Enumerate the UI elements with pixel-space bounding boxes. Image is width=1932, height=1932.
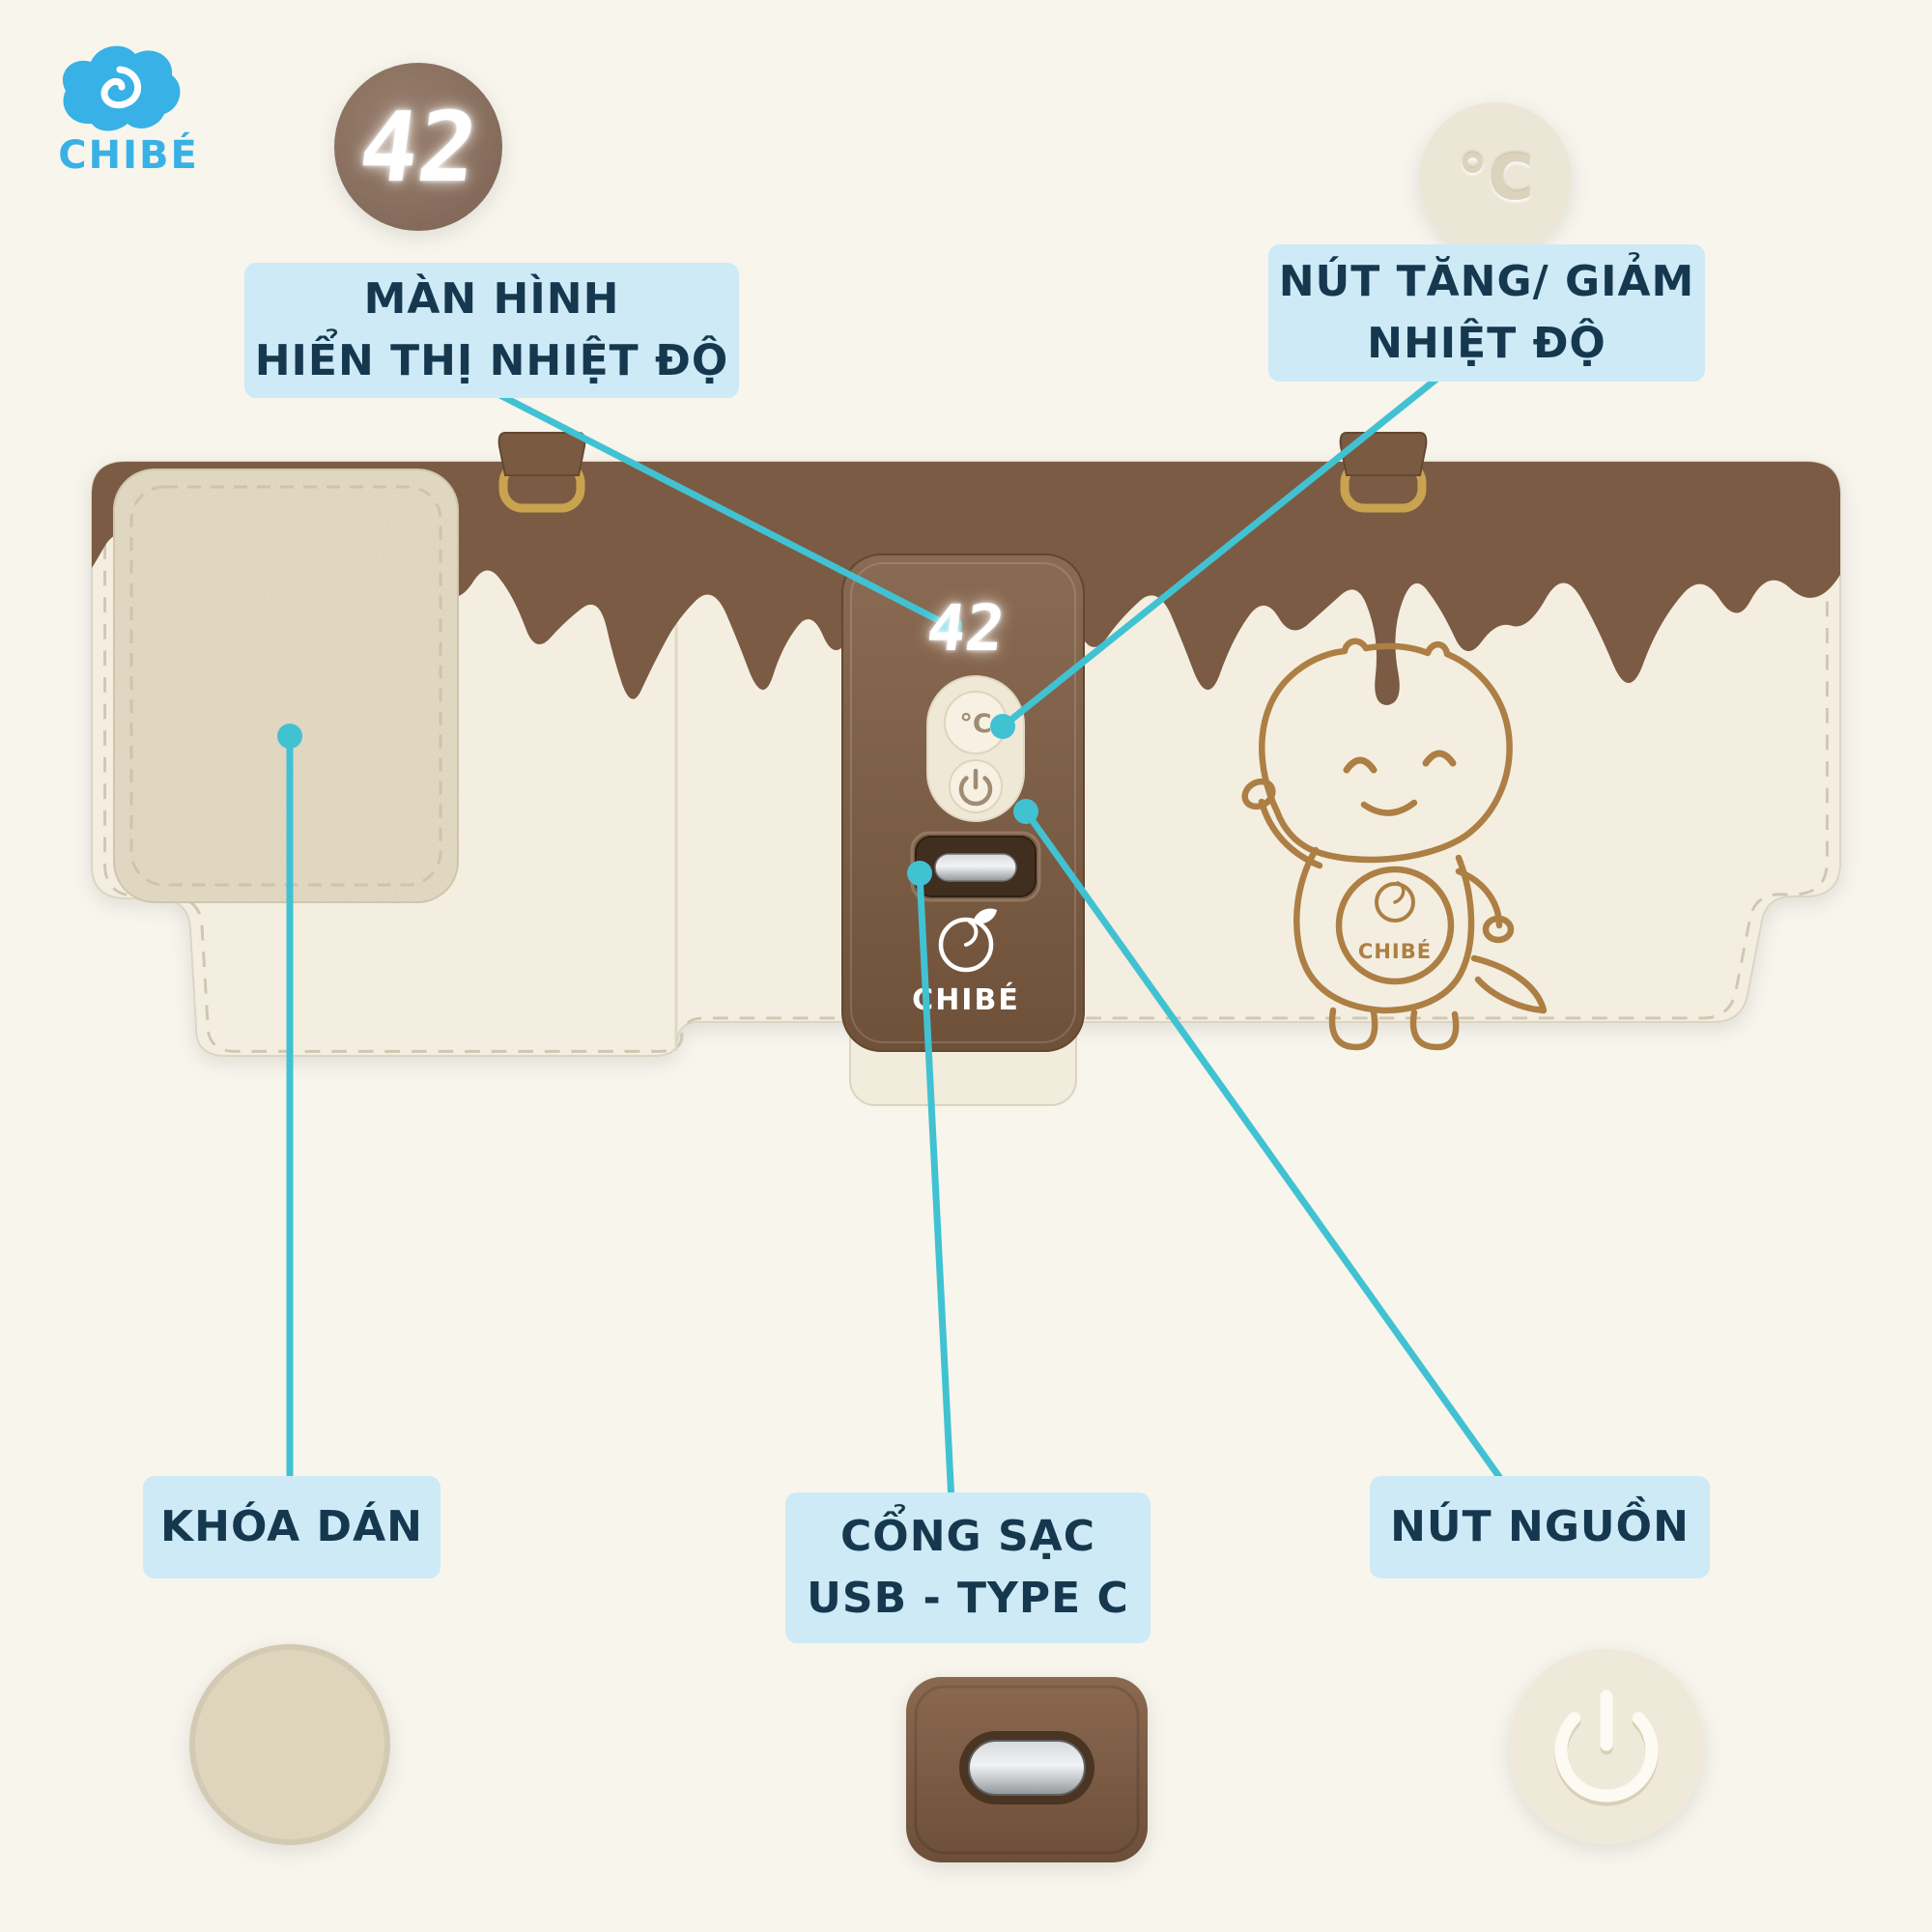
velcro-texture-circle <box>189 1644 390 1845</box>
temperature-unit-button: °C <box>944 691 1008 754</box>
mascot-eye-right <box>1422 750 1457 767</box>
connector-velcro-dot <box>277 724 302 749</box>
connector-temp-buttons-dot <box>990 714 1015 739</box>
velcro-patch <box>113 469 459 903</box>
d-ring-right <box>1339 432 1428 513</box>
power-icon-circle <box>1509 1649 1704 1844</box>
callout-power-button: NÚT NGUỒN <box>1370 1476 1710 1578</box>
temperature-display-badge-value: 42 <box>353 90 484 204</box>
velcro-patch-stitching <box>129 485 442 887</box>
callout-charging-line1: CỔNG SẠC <box>840 1512 1095 1562</box>
mascot-badge-text: CHIBÉ <box>1358 939 1432 963</box>
panel-temperature-display: 42 <box>923 590 1009 666</box>
power-icon <box>958 768 993 807</box>
mascot-eye-left <box>1343 756 1378 774</box>
mascot-hand-left <box>1241 778 1276 810</box>
bag-stitching <box>103 465 1829 1053</box>
mascot-smile <box>1360 799 1418 816</box>
mascot-belly-badge <box>1335 866 1455 985</box>
callout-velcro-line1: KHÓA DÁN <box>160 1502 423 1552</box>
callout-temp-buttons: NÚT TĂNG/ GIẢM NHIỆT ĐỘ <box>1268 244 1705 382</box>
connector-temp-buttons-line <box>999 373 1443 730</box>
callout-velcro: KHÓA DÁN <box>143 1476 440 1578</box>
temperature-unit-badge <box>1419 102 1572 255</box>
callout-screen-line1: MÀN HÌNH <box>363 274 620 325</box>
connector-charging-dot <box>907 861 932 886</box>
mascot-badge-logo <box>1375 882 1415 923</box>
mascot-arm-left <box>1258 798 1323 869</box>
callout-temp-buttons-line1: NÚT TĂNG/ GIẢM <box>1278 257 1695 307</box>
connector-power-line <box>1022 808 1511 1492</box>
temperature-display-badge <box>334 63 502 231</box>
connector-charging-line <box>916 869 955 1506</box>
usb-port-closeup <box>906 1677 1148 1862</box>
callout-charging-line2: USB - TYPE C <box>807 1574 1129 1623</box>
callout-charging-port: CỔNG SẠC USB - TYPE C <box>785 1492 1151 1643</box>
mascot-hand-right <box>1482 915 1515 944</box>
connector-screen-line <box>479 383 953 630</box>
brand-logo-icon <box>62 45 181 131</box>
usb-port <box>910 831 1041 902</box>
power-button <box>949 759 1003 813</box>
brand-logo-text: CHIBÉ <box>58 133 199 178</box>
callout-power-line1: NÚT NGUỒN <box>1390 1502 1690 1552</box>
power-icon-large <box>1554 1690 1659 1803</box>
callout-screen-line2: HIỂN THỊ NHIỆT ĐỘ <box>254 336 729 385</box>
mascot-foot-left <box>1328 1007 1378 1051</box>
callout-temp-buttons-line2: NHIỆT ĐỘ <box>1367 319 1606 368</box>
mascot-tail <box>1470 954 1548 1014</box>
temperature-unit-badge-label: °C <box>1457 143 1534 214</box>
connector-power-dot <box>1013 799 1038 824</box>
connector-screen-dot <box>937 613 962 639</box>
mascot-foot-right <box>1409 1009 1460 1051</box>
callout-screen: MÀN HÌNH HIỂN THỊ NHIỆT ĐỘ <box>244 263 739 398</box>
temperature-unit-button-label: °C <box>959 709 991 739</box>
mascot-dino: CHIBÉ <box>1241 638 1548 1051</box>
mascot-body <box>1293 846 1475 1014</box>
